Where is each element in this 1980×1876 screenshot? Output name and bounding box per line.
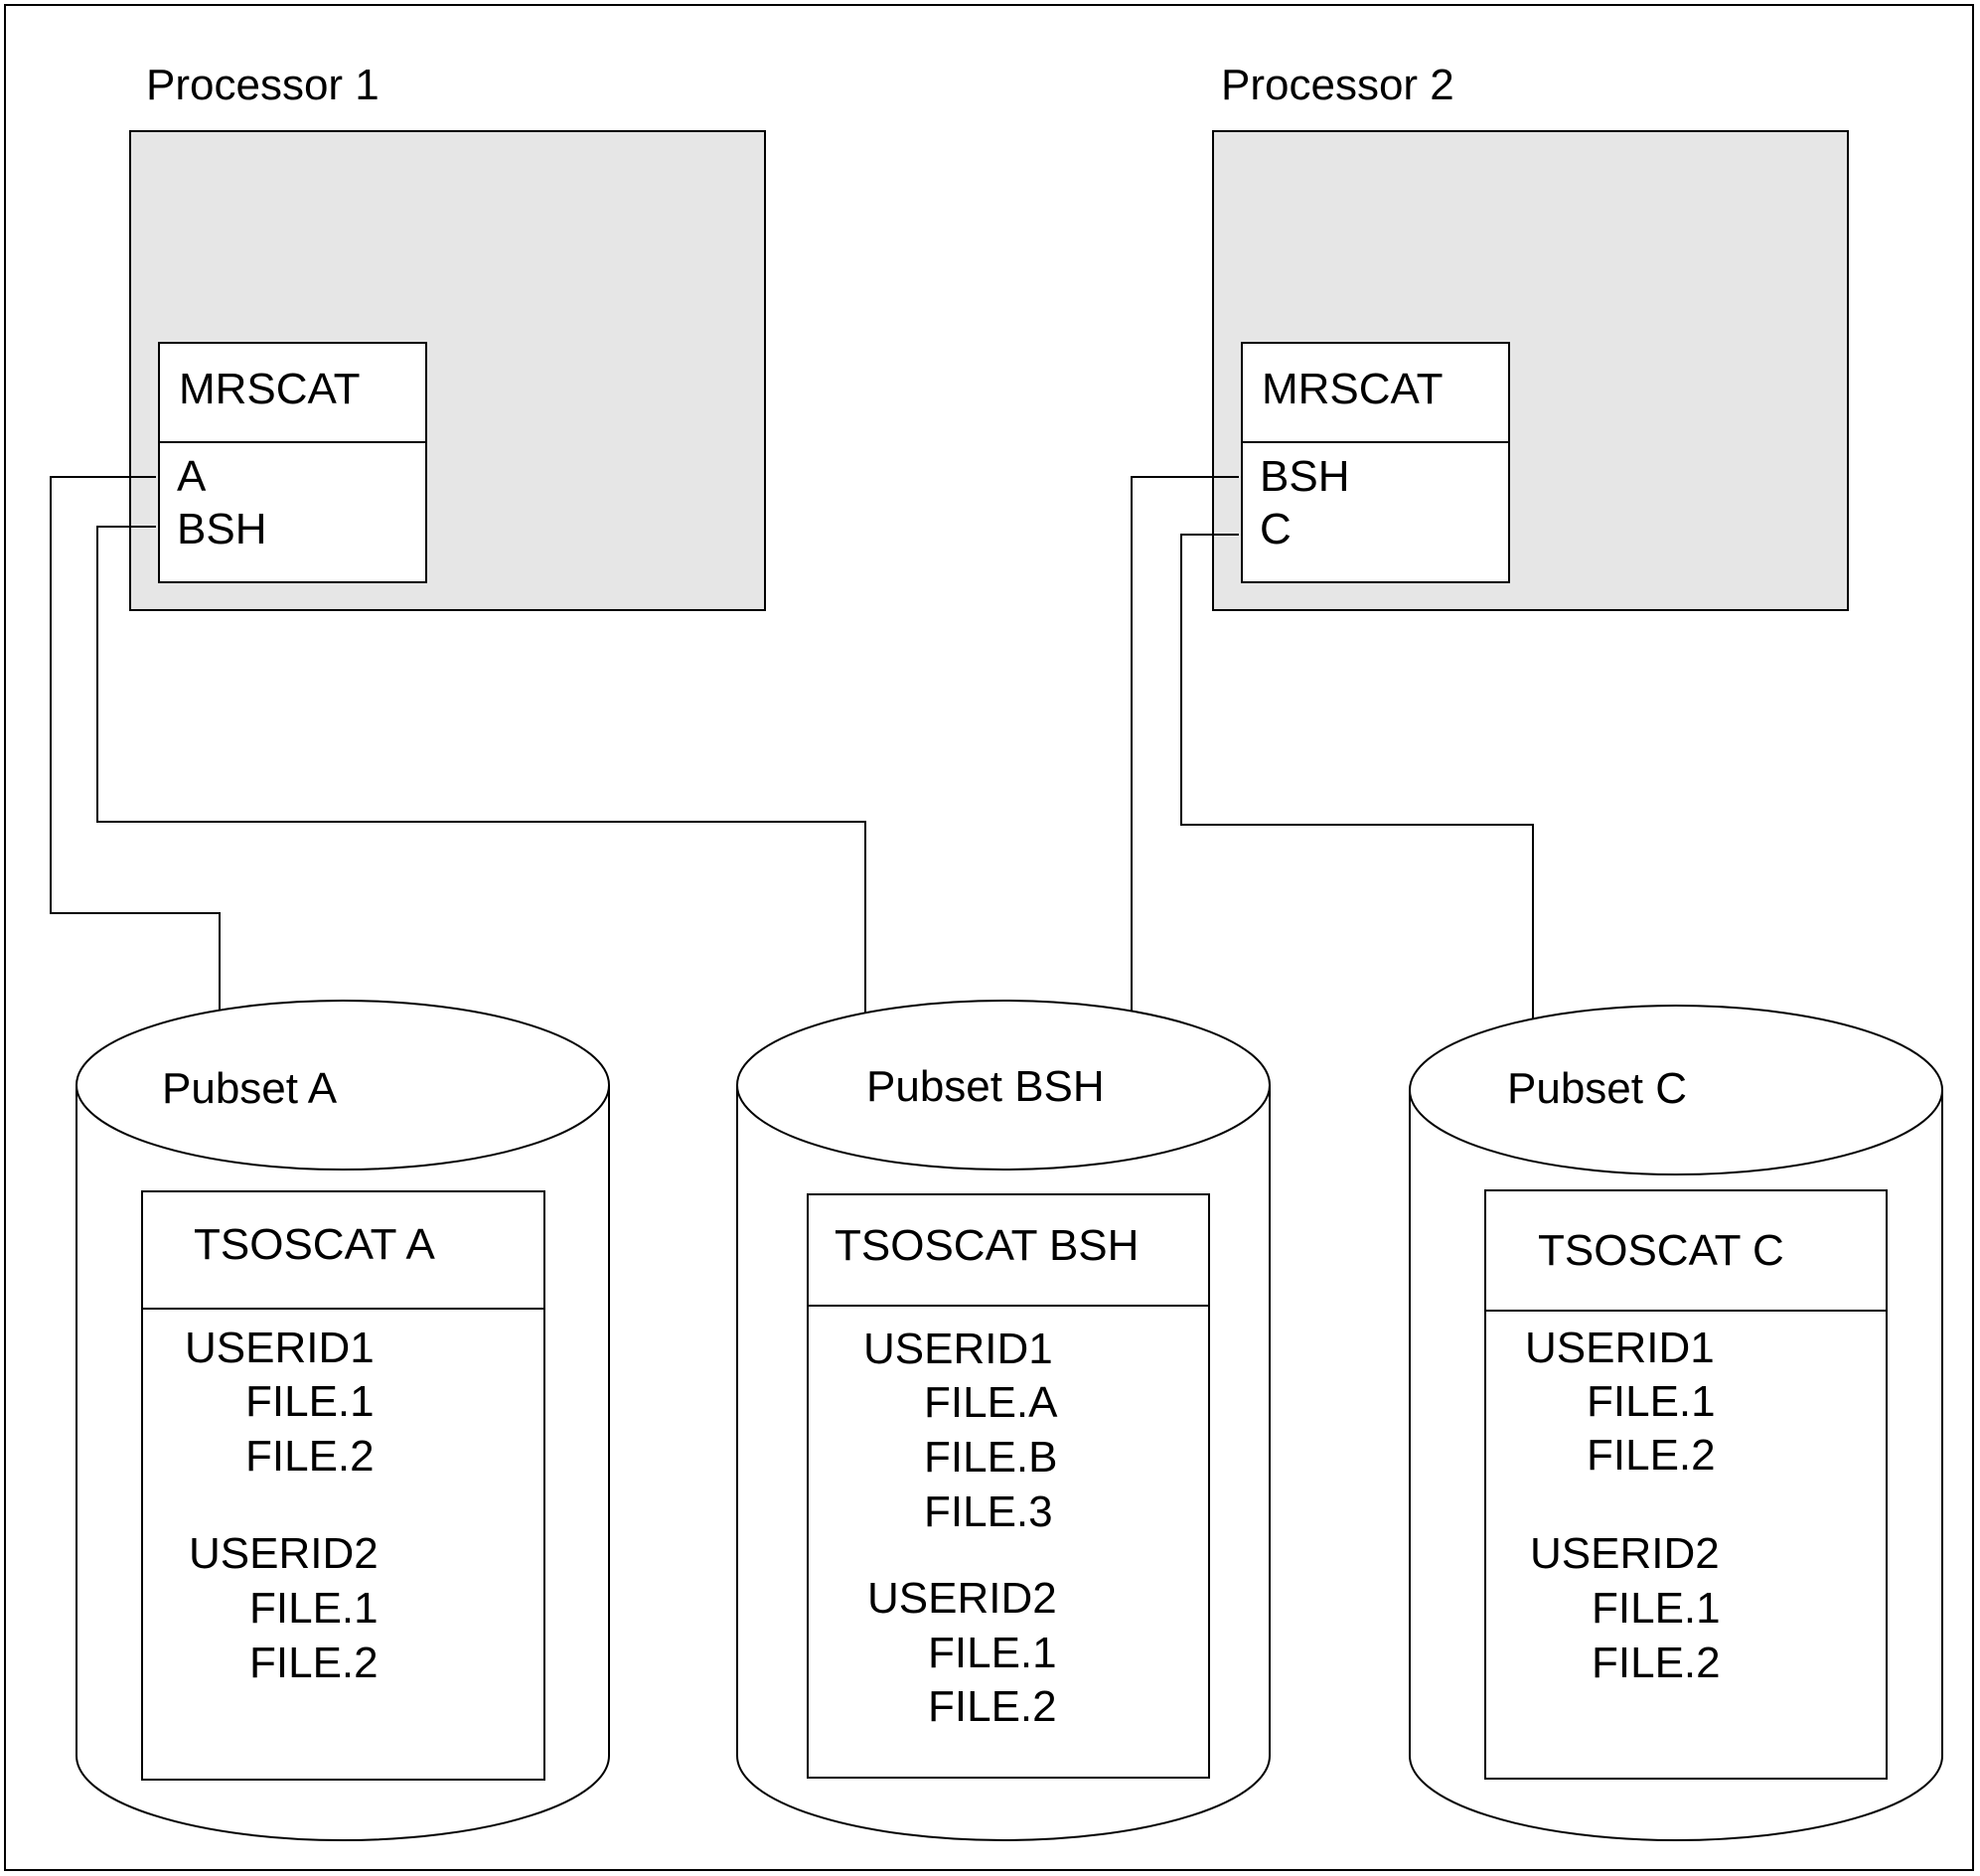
- mrscat-2-entry-c: C: [1260, 505, 1292, 553]
- tsoscat-bsh-user-2-file-1: FILE.1: [928, 1629, 1057, 1677]
- pubset-a-top-rim: [76, 1084, 610, 1171]
- tsoscat-c-user-2: USERID2: [1530, 1529, 1720, 1578]
- connectors: [50, 476, 1539, 1057]
- tsoscat-a-user-2-file-2: FILE.2: [249, 1639, 379, 1687]
- tsoscat-bsh-box: [807, 1193, 1210, 1779]
- mrscat-2-title: MRSCAT: [1262, 365, 1444, 413]
- processor-2: Processor 2 MRSCAT BSH C: [1212, 61, 1849, 611]
- tsoscat-c-user-1-file-2: FILE.2: [1587, 1431, 1716, 1480]
- connector-bsh-to-pubset-bsh-1: [96, 526, 871, 1050]
- pubset-c-label: Pubset C: [1507, 1064, 1687, 1113]
- mrscat-2: MRSCAT BSH C: [1241, 342, 1510, 583]
- pubset-bsh: Pubset BSH TSOSCAT BSH USERID1 FILE.A FI…: [736, 1000, 1271, 1841]
- processor-1: Processor 1 MRSCAT A BSH: [129, 61, 766, 611]
- tsoscat-bsh-user-1-file-2: FILE.B: [924, 1433, 1058, 1482]
- mrscat-2-entry-bsh: BSH: [1260, 452, 1349, 501]
- pubset-a: Pubset A TSOSCAT A USERID1 FILE.1 FILE.2…: [76, 1000, 610, 1841]
- tsoscat-c-user-1: USERID1: [1525, 1324, 1715, 1372]
- tsoscat-a-user-1: USERID1: [185, 1324, 375, 1372]
- tsoscat-a-user-2-file-1: FILE.1: [249, 1584, 379, 1633]
- tsoscat-bsh-title: TSOSCAT BSH: [835, 1221, 1139, 1270]
- mrscat-2-box: [1241, 342, 1510, 583]
- mrscat-1-box: [158, 342, 427, 583]
- pubset-bsh-label: Pubset BSH: [866, 1062, 1105, 1111]
- mrscat-1-entry-a: A: [177, 452, 207, 501]
- mrscat-1-title: MRSCAT: [179, 365, 361, 413]
- tsoscat-bsh-user-1-file-3: FILE.3: [924, 1487, 1053, 1536]
- pubset-c: Pubset C TSOSCAT C USERID1 FILE.1 FILE.2…: [1409, 1005, 1943, 1841]
- pubset-c-top-rim: [1409, 1089, 1943, 1175]
- tsoscat-a-user-2: USERID2: [189, 1529, 379, 1578]
- tsoscat-c-box: [1484, 1189, 1888, 1780]
- connector-a-to-pubset-a: [50, 476, 226, 1041]
- pubset-bsh-top-rim: [736, 1084, 1271, 1171]
- mrscat-1-entry-bsh: BSH: [177, 505, 266, 553]
- processor-1-label: Processor 1: [146, 61, 380, 109]
- tsoscat-c-user-2-file-1: FILE.1: [1592, 1584, 1721, 1633]
- tsoscat-bsh-user-1: USERID1: [863, 1325, 1053, 1373]
- tsoscat-bsh-user-2: USERID2: [867, 1574, 1057, 1623]
- pubset-a-label: Pubset A: [162, 1064, 338, 1113]
- tsoscat-c-user-1-file-1: FILE.1: [1587, 1377, 1716, 1426]
- tsoscat-c-title: TSOSCAT C: [1538, 1226, 1784, 1275]
- mrscat-1: MRSCAT A BSH: [158, 342, 427, 583]
- tsoscat-bsh-user-1-file-1: FILE.A: [924, 1378, 1058, 1427]
- tsoscat-a-user-1-file-2: FILE.2: [245, 1432, 375, 1481]
- tsoscat-bsh-user-2-file-2: FILE.2: [928, 1682, 1057, 1731]
- connector-c-to-pubset-c: [1180, 534, 1539, 1057]
- tsoscat-a-title: TSOSCAT A: [194, 1220, 436, 1269]
- tsoscat-a-box: [141, 1190, 545, 1781]
- tsoscat-c-user-2-file-2: FILE.2: [1592, 1639, 1721, 1687]
- connector-bsh-to-pubset-bsh-2: [1126, 476, 1239, 1050]
- tsoscat-a-user-1-file-1: FILE.1: [245, 1377, 375, 1426]
- processor-2-label: Processor 2: [1221, 61, 1454, 109]
